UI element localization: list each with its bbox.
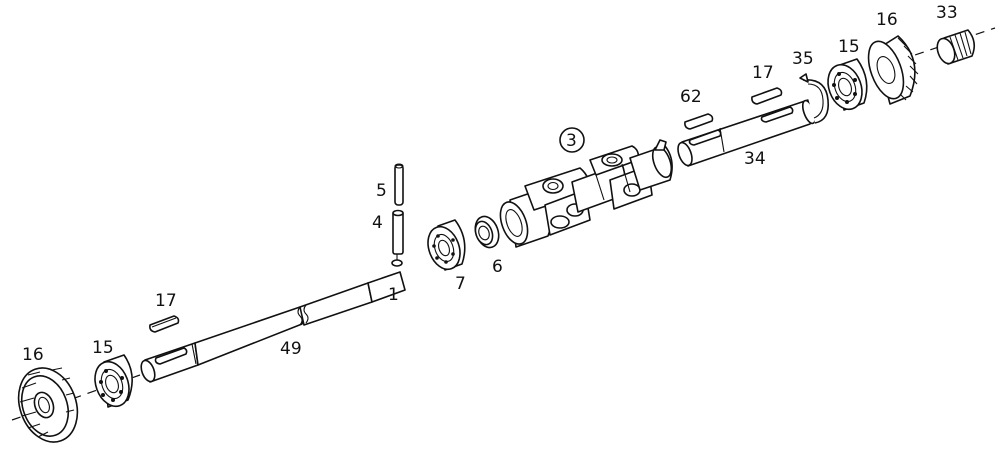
ball-bearing-left	[94, 354, 133, 408]
key-left	[149, 315, 180, 333]
shaft-34	[677, 99, 817, 167]
label-bearing-7: 7	[455, 274, 466, 294]
label-needle-33: 33	[936, 3, 958, 23]
ball-bearing-right	[827, 58, 868, 111]
label-gear-right: 16	[876, 10, 898, 30]
label-key-left: 17	[155, 291, 177, 311]
label-assembly-3: 3	[566, 131, 577, 151]
shaft-hole	[391, 259, 403, 267]
assembly-callout-circle	[559, 127, 585, 153]
label-ring-6: 6	[492, 257, 503, 277]
label-key-right: 17	[752, 63, 774, 83]
circlip-35	[799, 73, 830, 124]
key-right	[751, 87, 783, 105]
label-shaft-34: 34	[744, 149, 766, 169]
label-marker-1: 1	[388, 285, 399, 305]
bevel-gear-right	[867, 35, 919, 105]
universal-joint-assembly	[499, 139, 673, 248]
label-shaft-long: 49	[280, 339, 302, 359]
key-62	[684, 113, 714, 130]
label-pin-upper: 5	[376, 181, 387, 201]
pin-upper	[394, 163, 404, 206]
label-key-62: 62	[680, 87, 702, 107]
label-circlip-35: 35	[792, 49, 814, 69]
label-gear-left: 16	[22, 345, 44, 365]
ball-bearing-7	[427, 219, 466, 271]
needle-bearing-33	[936, 29, 976, 65]
pin-lower	[392, 209, 404, 255]
label-bearing-left: 15	[92, 338, 114, 358]
label-pin-lower: 4	[372, 213, 383, 233]
shaft-long	[140, 271, 406, 383]
bevel-gear-left	[17, 367, 79, 443]
spacer-ring-6	[474, 215, 500, 249]
label-bearing-right: 15	[838, 37, 860, 57]
